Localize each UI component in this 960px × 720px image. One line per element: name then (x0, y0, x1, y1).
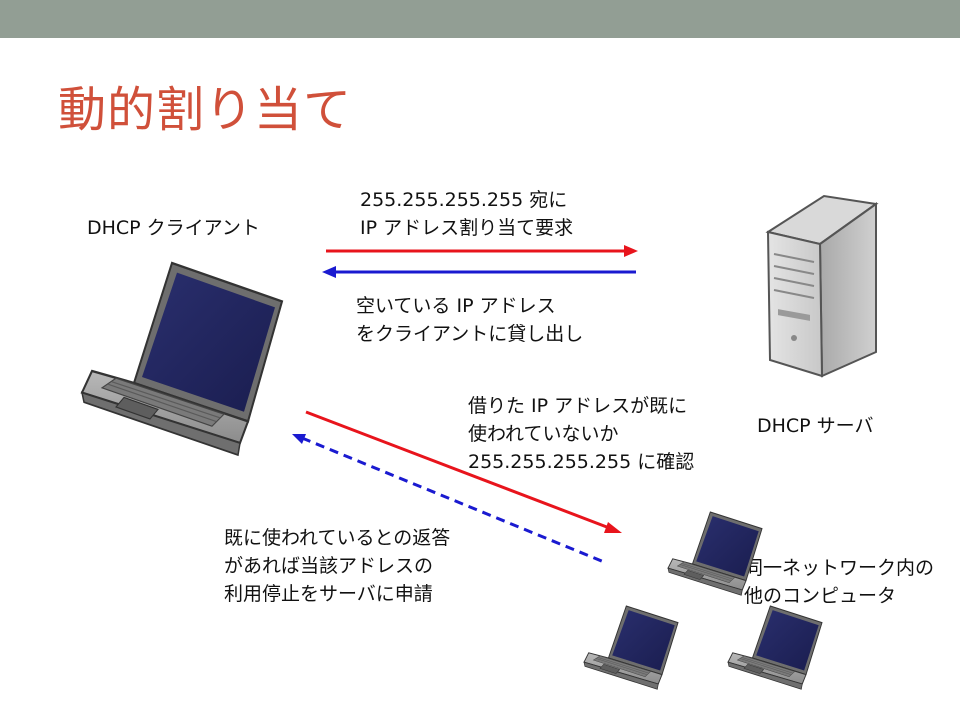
other-computers-label: 同一ネットワーク内の 他のコンピュータ (744, 557, 935, 607)
check-arrow (305, 410, 622, 533)
server-icon (765, 194, 879, 378)
reply-message: 既に使われているとの返答 があれば当該アドレスの 利用停止をサーバに申請 (224, 527, 451, 605)
top-band (0, 0, 960, 38)
client-laptop-icon (80, 261, 284, 457)
server-label: DHCP サーバ (757, 415, 874, 437)
reply-arrow (292, 434, 605, 564)
slide-title: 動的割り当て (58, 82, 353, 138)
network-computer-icon (727, 605, 823, 690)
offer-arrow (322, 266, 636, 278)
request-message: 255.255.255.255 宛に IP アドレス割り当て要求 (360, 189, 574, 239)
client-label: DHCP クライアント (87, 217, 260, 239)
request-arrow (326, 245, 638, 257)
check-message: 借りた IP アドレスが既に 使われていないか 255.255.255.255 … (468, 395, 695, 473)
network-computer-icon (667, 511, 763, 596)
offer-message: 空いている IP アドレス をクライアントに貸し出し (356, 295, 584, 345)
network-computer-icon (583, 605, 679, 690)
